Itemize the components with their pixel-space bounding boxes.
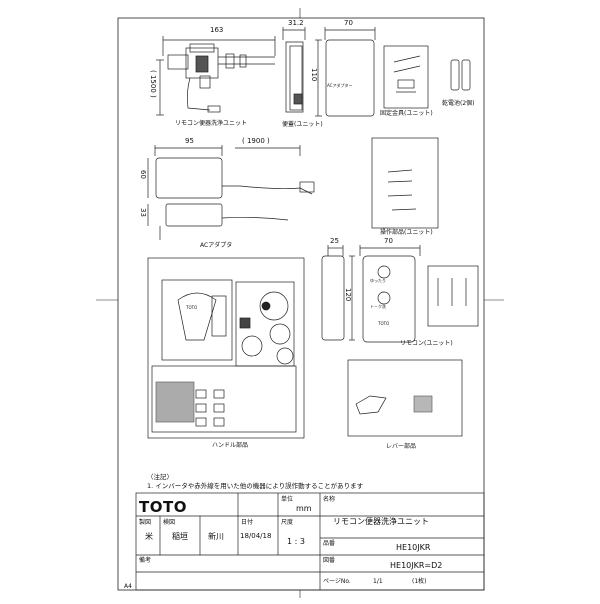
title-block-logo: TOTO xyxy=(139,498,187,516)
label-lever-parts: レバー部品 xyxy=(386,443,417,450)
label-handle-brand: TOTO xyxy=(186,305,198,310)
dim-remote-depth: 25 xyxy=(330,237,339,245)
tb-col-remarks: 備考 xyxy=(139,557,152,564)
handle-parts-drawing xyxy=(147,257,305,439)
tb-drawing-value: HE10JKR=D2 xyxy=(390,561,443,570)
remote-unit-drawing xyxy=(321,245,479,343)
dim-adapter-thickness: 33 xyxy=(139,208,147,217)
tb-name-value: リモコン便器洗浄ユニット xyxy=(333,517,429,526)
tb-sheet-size: A4 xyxy=(124,583,132,590)
tb-col-check: 検図 xyxy=(163,519,176,526)
dim-cable-length: ( 1500 ) xyxy=(149,70,157,98)
tb-page-label: ページNo. xyxy=(323,578,351,585)
notes-line-1: 1. インバータや赤外線を用いた他の機器により誤作動することがあります xyxy=(147,482,364,490)
valve-unit-drawing xyxy=(282,27,376,117)
label-remote-unit: リモコン(ユニット) xyxy=(400,340,453,347)
label-remote-bottom: ト－ク洗 xyxy=(370,304,386,309)
tb-unit-value: mm xyxy=(296,504,312,513)
tb-page-value: 1/1 xyxy=(373,578,383,585)
tb-col-date: 日付 xyxy=(241,519,254,526)
tb-date-value: 18/04/18 xyxy=(240,532,272,540)
dim-drain-width: 163 xyxy=(210,26,224,34)
drain-parts-drawing xyxy=(371,137,439,229)
label-fixing-parts: 固定金具(ユニット) xyxy=(380,110,433,117)
label-ac-adapter: ACアダプタ xyxy=(200,242,233,249)
tb-scale-value: 1 : 3 xyxy=(287,537,305,546)
tb-page-suffix: (1枚) xyxy=(412,578,427,585)
fixing-parts-drawing xyxy=(383,45,429,109)
tb-col-drawing: 図番 xyxy=(323,557,336,564)
tb-col-drawn: 製図 xyxy=(139,519,152,526)
dim-valve-height: 110 xyxy=(310,68,318,82)
title-block-grid xyxy=(135,492,485,591)
tb-product-value: HE10JKR xyxy=(396,543,431,552)
dim-drain-depth: 31.2 xyxy=(288,19,304,27)
tb-col-product: 品番 xyxy=(323,540,336,547)
ac-adapter-drawing xyxy=(147,145,315,240)
tb-check-value-2: 新川 xyxy=(208,532,224,541)
dim-adapter-width: 95 xyxy=(185,137,194,145)
label-valve-unit: 便蓋(ユニット) xyxy=(282,121,323,128)
dim-valve-width: 70 xyxy=(344,19,353,27)
tb-col-scale: 尺度 xyxy=(281,519,294,526)
drain-unit-drawing xyxy=(156,36,276,116)
tb-check-value-1: 稲垣 xyxy=(172,532,188,541)
label-drain-unit: リモコン便器洗浄ユニット xyxy=(175,120,248,127)
tb-col-unit: 単位 xyxy=(281,496,294,503)
tb-col-name: 名称 xyxy=(323,496,336,503)
label-handle-parts: ハンドル部品 xyxy=(212,442,249,449)
battery-drawing xyxy=(450,59,471,91)
tb-drawn-value: 米 xyxy=(145,532,153,541)
label-adapter-name: ACアダプター xyxy=(327,83,353,88)
label-remote-top: ゆったり xyxy=(370,278,386,283)
label-battery: 乾電池(2個) xyxy=(442,100,475,107)
lever-parts-drawing xyxy=(347,359,463,437)
dim-adapter-cord: ( 1900 ) xyxy=(242,137,270,145)
label-drain-parts: 操作部品(ユニット) xyxy=(380,229,433,236)
dim-remote-width: 70 xyxy=(384,237,393,245)
label-remote-brand: TOTO xyxy=(378,321,390,326)
dim-adapter-height: 60 xyxy=(139,170,147,179)
dim-remote-height: 120 xyxy=(344,288,352,302)
notes-title: 〈注記〉 xyxy=(147,473,173,481)
